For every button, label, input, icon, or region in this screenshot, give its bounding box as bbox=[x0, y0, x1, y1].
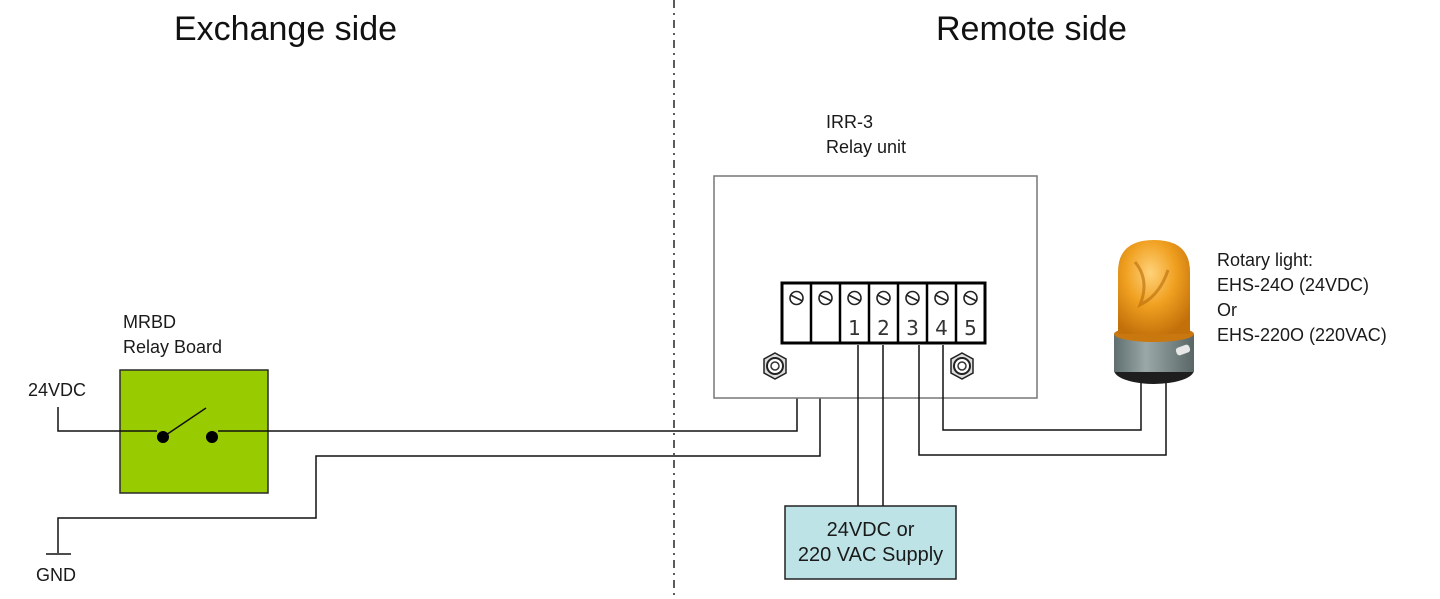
supply-box bbox=[784, 505, 957, 580]
exchange-side-title: Exchange side bbox=[174, 10, 398, 48]
terminal-number-label: 2 bbox=[877, 316, 890, 340]
irr3-label-line1: IRR-3 bbox=[826, 112, 874, 132]
rotary-light-label-line4: EHS-220O (220VAC) bbox=[1217, 325, 1387, 345]
terminal-number-label: 5 bbox=[964, 316, 977, 340]
terminal-screw-icon bbox=[876, 290, 891, 306]
mrbd-label-line1: MRBD bbox=[123, 312, 176, 332]
terminal-screw-icon bbox=[963, 290, 978, 306]
terminal-screw-icon bbox=[905, 290, 920, 306]
supply-label-line2: 220 VAC Supply bbox=[797, 544, 944, 566]
rotary-light-label-line2: EHS-24O (24VDC) bbox=[1217, 275, 1370, 295]
terminal-number-label: 4 bbox=[935, 316, 948, 340]
terminal-screw-icon bbox=[818, 290, 833, 306]
relay-contact-left bbox=[157, 431, 169, 443]
rotary-light-label-line1: Rotary light: bbox=[1217, 250, 1314, 270]
terminal-number-label: 1 bbox=[848, 316, 861, 340]
wire-relay-to-irr3 bbox=[218, 345, 798, 432]
gnd-label: GND bbox=[36, 565, 76, 585]
wire-24vdc-input bbox=[57, 407, 157, 432]
wire-light-1 bbox=[942, 345, 1142, 431]
relay-switch-lever bbox=[162, 407, 207, 438]
wire-gnd bbox=[57, 345, 821, 553]
vdc-input-label: 24VDC bbox=[28, 380, 87, 400]
relay-contact-right bbox=[206, 431, 218, 443]
terminal-block-frame bbox=[780, 281, 987, 345]
mrbd-label-line2: Relay Board bbox=[123, 337, 223, 357]
irr3-label-line2: Relay unit bbox=[826, 137, 907, 157]
rotary-light-image bbox=[1114, 240, 1194, 384]
mount-nut-left bbox=[763, 352, 787, 380]
supply-label: 24VDC or 220 VAC Supply bbox=[785, 518, 956, 568]
terminal-screw-icon bbox=[789, 290, 804, 306]
terminal-screw-icon bbox=[847, 290, 862, 306]
rotary-light-label: Rotary light: EHS-24O (24VDC) Or EHS-220… bbox=[1217, 248, 1387, 348]
remote-side-title: Remote side bbox=[936, 10, 1127, 48]
rotary-light-label-line3: Or bbox=[1217, 300, 1237, 320]
terminal-number-label: 3 bbox=[906, 316, 919, 340]
wire-light-2 bbox=[918, 345, 1167, 456]
irr3-label: IRR-3 Relay unit bbox=[826, 110, 906, 160]
supply-label-line1: 24VDC or bbox=[826, 519, 915, 541]
terminal-screw-icon bbox=[934, 290, 949, 306]
mount-nut-right bbox=[950, 352, 974, 380]
mrbd-label: MRBD Relay Board bbox=[123, 310, 222, 360]
